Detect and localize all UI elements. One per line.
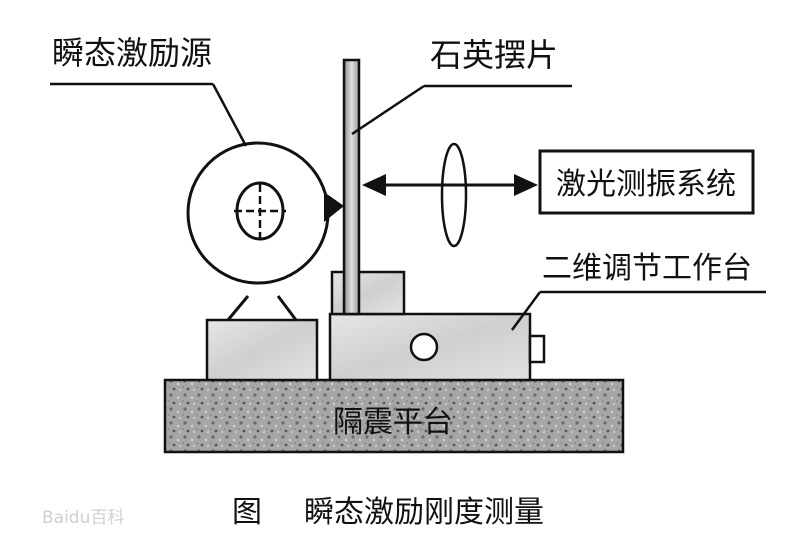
quartz-pendulum-label: 石英摆片 [430,36,558,74]
stage-knob [409,332,439,362]
excitation-source-leader [211,83,248,147]
quartz-pendulum-leader [351,84,425,136]
stage-2d-label: 二维调节工作台 [542,251,752,286]
source-legs [226,295,298,321]
quartz-pendulum-rod [342,58,361,316]
stage-2d-leader [510,291,542,331]
excitation-source-label: 瞬态激励源 [52,34,212,72]
crosshair-lines [234,184,286,238]
striker-tip [324,192,344,222]
laser-system-label: 激光测振系统 [556,167,736,202]
caption-prefix: 图 [232,495,262,530]
isolation-platform [163,378,625,454]
isolation-platform-label: 隔震平台 [333,405,453,440]
stage-side-knob [528,334,546,364]
laser-lens [440,142,468,248]
caption-title: 瞬态激励刚度测量 [304,495,544,530]
source-base-block [205,318,319,382]
laser-system-box [538,149,755,215]
laser-arrow-right [514,174,538,196]
watermark-logo: Baidu百科 [42,508,124,528]
laser-arrow-left [362,174,386,196]
